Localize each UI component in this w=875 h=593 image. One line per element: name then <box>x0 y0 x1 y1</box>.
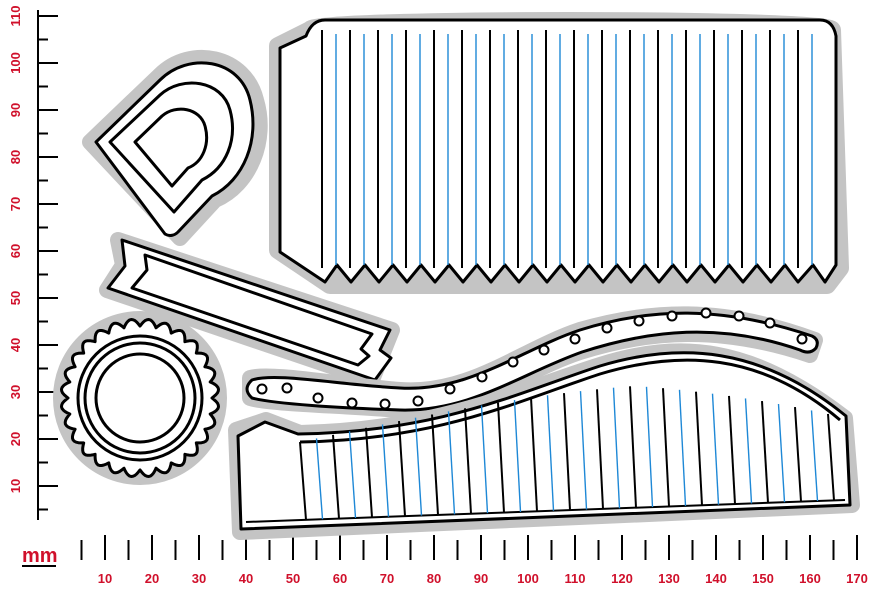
fan-ribs <box>299 386 835 520</box>
fan-fold-line <box>827 413 835 501</box>
circle-ring-inner <box>94 352 186 444</box>
horizontal-ruler: mm 10 20 30 40 50 60 70 80 90 100 110 120 130 140 150 1… <box>22 535 868 586</box>
wave-hole <box>538 344 550 356</box>
horizontal-ruler-label: 20 <box>145 571 159 586</box>
fan-fold-line <box>629 386 637 508</box>
wave-hole <box>733 310 745 322</box>
vertical-ruler-label: 80 <box>8 150 23 164</box>
fan-fold-line <box>299 441 307 520</box>
fan-inner-top-edge <box>299 358 841 444</box>
fan-score-line <box>480 405 489 514</box>
vertical-ruler-label: 50 <box>8 291 23 305</box>
heart-frame-die <box>82 49 268 246</box>
vertical-ruler-label: 60 <box>8 244 23 258</box>
horizontal-ruler-label: 150 <box>752 571 774 586</box>
vertical-ruler-label: 20 <box>8 432 23 446</box>
wave-hole <box>666 310 678 322</box>
fan-fold-line <box>431 414 439 516</box>
fan-inner-bottom-edge <box>245 499 846 523</box>
wave-hole <box>764 317 776 329</box>
dotted-wave-border-die <box>242 306 823 419</box>
fan-fold-line <box>794 407 802 502</box>
horizontal-ruler-label: 90 <box>474 571 488 586</box>
vertical-ruler-label: 100 <box>8 52 23 74</box>
wave-hole <box>700 307 712 319</box>
fan-score-line <box>546 395 555 511</box>
wave-holes <box>256 307 808 410</box>
horizontal-ruler-label: 60 <box>333 571 347 586</box>
fan-score-line <box>315 438 324 520</box>
fan-score-line <box>348 431 357 519</box>
wave-hole <box>633 315 645 327</box>
fan-score-line <box>513 400 522 512</box>
fan-score-line <box>414 417 423 516</box>
wave-hole <box>507 356 519 368</box>
horizontal-ruler-label: 80 <box>427 571 441 586</box>
fan-fold-line <box>398 420 406 517</box>
horizontal-ruler-label: 30 <box>192 571 206 586</box>
vertical-ruler-label: 90 <box>8 103 23 117</box>
horizontal-ruler-label: 40 <box>239 571 253 586</box>
banner-ribbon-die <box>99 232 400 388</box>
fan-fold-line <box>365 427 373 518</box>
unit-label: mm <box>22 545 58 567</box>
vertical-ruler-label: 40 <box>8 338 23 352</box>
banner-inner-outline <box>130 253 374 367</box>
fan-fold-line <box>530 397 538 512</box>
horizontal-ruler-label: 170 <box>846 571 868 586</box>
fan-score-line <box>744 398 753 504</box>
vertical-ruler-label: 110 <box>8 6 23 27</box>
accordion-ribs <box>321 30 813 268</box>
horizontal-ruler-label: 140 <box>705 571 727 586</box>
fan-fold-line <box>662 388 670 507</box>
horizontal-ruler-label: 120 <box>611 571 633 586</box>
vertical-ruler-label: 70 <box>8 197 23 211</box>
fan-score-line <box>612 387 621 509</box>
wave-hole <box>796 333 808 345</box>
horizontal-ruler-label: 100 <box>517 571 539 586</box>
wave-outline <box>245 311 819 412</box>
scalloped-circle-frame-die <box>53 311 227 485</box>
horizontal-ruler-label: 160 <box>799 571 821 586</box>
wave-hole <box>569 333 581 345</box>
fan-score-line <box>678 389 687 506</box>
horizontal-ruler-label: 70 <box>380 571 394 586</box>
wave-hole <box>601 322 613 334</box>
wave-hole <box>281 382 293 394</box>
wave-hole <box>346 397 358 409</box>
fan-score-line <box>579 391 588 510</box>
fan-fold-line <box>332 434 340 519</box>
fan-fold-line <box>497 402 505 513</box>
vertical-ruler: 10 20 30 40 50 60 70 80 90 100 110 <box>8 6 58 520</box>
accordion-outline <box>278 18 838 284</box>
fan-fold-line <box>563 393 571 511</box>
wave-hole <box>476 371 488 383</box>
fan-fold-line <box>728 395 736 505</box>
wave-hole <box>412 395 424 407</box>
vertical-ruler-label: 30 <box>8 385 23 399</box>
fan-score-line <box>645 386 654 508</box>
fan-fold-line <box>695 391 703 506</box>
fan-fold-line <box>761 401 769 503</box>
wave-hole <box>256 383 268 395</box>
fan-score-line <box>447 411 456 515</box>
wave-hole <box>379 398 391 410</box>
wave-hole <box>444 383 456 395</box>
horizontal-ruler-label: 50 <box>286 571 300 586</box>
wave-hole <box>312 392 324 404</box>
horizontal-ruler-label: 10 <box>98 571 112 586</box>
fan-score-line <box>711 393 720 505</box>
fan-score-line <box>810 410 819 502</box>
fan-fold-line <box>596 389 604 509</box>
fan-score-line <box>381 424 390 517</box>
fan-fold-line <box>464 408 472 514</box>
fan-score-line <box>777 403 786 503</box>
horizontal-ruler-label: 110 <box>565 571 586 586</box>
horizontal-ruler-label: 130 <box>658 571 680 586</box>
heart-inner-outline <box>133 107 209 188</box>
curved-fan-strip-die <box>228 343 860 540</box>
vertical-ruler-label: 10 <box>8 479 23 493</box>
accordion-strip-die <box>269 12 849 294</box>
